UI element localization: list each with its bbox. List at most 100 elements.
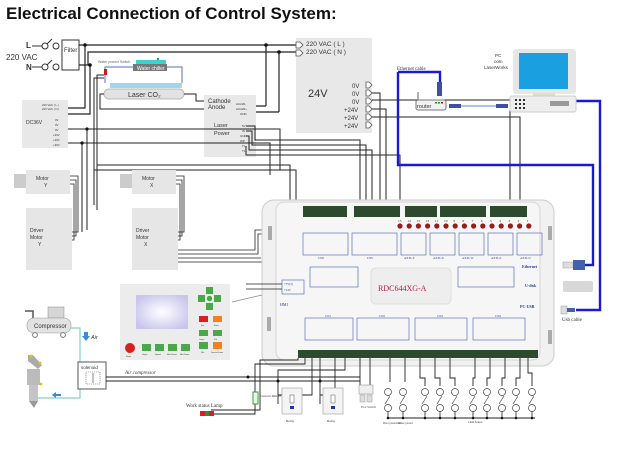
button-caption: Datum Frame (211, 351, 224, 354)
router-label: router (417, 104, 432, 110)
motor-y: Motor Y (14, 170, 70, 194)
junction-dot (386, 416, 390, 420)
driver-x-axis: X (144, 242, 148, 248)
switch-contact (384, 388, 392, 396)
psu24-out: 0V (352, 100, 359, 106)
connector-label: CN6 (318, 256, 324, 260)
panel-origin-button[interactable] (199, 330, 208, 336)
status-led (489, 223, 495, 229)
left-arrow-button[interactable] (198, 295, 205, 302)
foot-switch: Foot Switch (358, 384, 376, 409)
psu24-ac-l: 220 VAC ( L ) (306, 41, 345, 48)
status-led (415, 223, 421, 229)
lcd-screen (136, 295, 188, 329)
datum-frame-button[interactable] (213, 342, 222, 349)
button-caption: Speed (155, 354, 161, 356)
pc-screen (519, 53, 568, 89)
pin-label: GND (240, 134, 248, 138)
filter-box: Filter (61, 39, 80, 71)
pc: PC com LaserWorks (484, 49, 577, 113)
status-led (480, 223, 486, 229)
door-protection-label: Door protection (383, 422, 401, 425)
connector-label: CN4 (495, 314, 501, 318)
status-led (517, 223, 523, 229)
compressor: Compressor (25, 306, 72, 338)
switch-contact (512, 388, 520, 396)
status-led (498, 223, 504, 229)
pin-label: +24V (284, 288, 292, 292)
junction-dot (453, 416, 457, 420)
usb-cable-label: Usb cable (562, 318, 583, 323)
driver-y-label-2: Motor (30, 235, 43, 241)
pin-label: 0V (55, 123, 59, 127)
button-caption: File (201, 352, 205, 354)
pin-label: 220 VAC ( L ) (42, 103, 59, 107)
relay-label: Relay (327, 419, 335, 423)
switch-lever (384, 395, 391, 405)
origin-button[interactable] (142, 344, 151, 351)
up-arrow-button[interactable] (206, 287, 213, 294)
air-flow-arrow-icon (52, 392, 61, 398)
terminal-number: 1 (527, 219, 529, 223)
driver-y-axis: Y (38, 242, 42, 248)
zu-button[interactable] (213, 330, 222, 336)
psu24-out: +24V (344, 108, 358, 114)
switch-lever (528, 395, 535, 405)
min-power-button[interactable] (181, 344, 190, 351)
switch-contact (451, 404, 459, 412)
switch-contact (436, 388, 444, 396)
current-limiter: Current limiter (252, 391, 282, 405)
speed-button[interactable] (155, 344, 164, 351)
switch-contact (512, 404, 520, 412)
terminal-number: 13 (416, 219, 420, 223)
switch-contact (528, 404, 536, 412)
status-led (471, 223, 477, 229)
water-protect-label: Water protect Switch (98, 60, 130, 64)
mains-n-label: N (26, 63, 32, 72)
pc-label: PC (495, 53, 502, 58)
enter-button[interactable] (213, 316, 222, 322)
status-led (425, 223, 431, 229)
mains-input: L 220 VAC N (6, 38, 60, 72)
ports: Usb cable (560, 260, 593, 323)
button-caption: Esc (201, 325, 204, 327)
junction-dot (514, 416, 518, 420)
switch-contact (483, 388, 491, 396)
status-led (507, 223, 513, 229)
bottom-terminal-strip (298, 350, 538, 358)
down-arrow-button[interactable] (206, 303, 213, 310)
junction-dot (485, 416, 489, 420)
switch-contact (384, 404, 392, 412)
center-button[interactable] (206, 295, 213, 302)
pin-label: GND (240, 112, 248, 116)
switch-lever (498, 395, 505, 405)
current-limiter-label: Current limiter (260, 394, 282, 398)
ethernet-cable-label: Ethernet cable (397, 67, 427, 72)
esc-button[interactable] (199, 316, 208, 322)
switch-contact (528, 388, 536, 396)
motor-y-label: Motor (36, 176, 49, 182)
psu24-out: 0V (352, 92, 359, 98)
file-button[interactable] (199, 342, 208, 349)
reset-button[interactable] (125, 343, 135, 353)
switch-lever (421, 395, 428, 405)
max-power-button[interactable] (168, 344, 177, 351)
laser-tube-label: Laser CO₂ (128, 92, 161, 99)
air-label: Air (90, 335, 99, 341)
status-led (452, 223, 458, 229)
terminal-number: 15 (398, 219, 402, 223)
water-protect-switch-label: Water protect (398, 422, 413, 425)
switch-contact (483, 404, 491, 412)
terminal-number: 6 (481, 219, 483, 223)
switch-contact (421, 388, 429, 396)
breaker-switch (46, 38, 53, 45)
status-led (406, 223, 412, 229)
terminal-number: 4 (499, 219, 501, 223)
button-caption: Enter (214, 324, 219, 327)
button-caption: Min.Power (180, 354, 190, 356)
motor-x-axis: X (150, 183, 154, 189)
terminal-number: 2 (518, 219, 520, 223)
air-compressor-label: Air compressor (124, 371, 156, 376)
right-arrow-button[interactable] (214, 295, 221, 302)
junction-dot (500, 416, 504, 420)
